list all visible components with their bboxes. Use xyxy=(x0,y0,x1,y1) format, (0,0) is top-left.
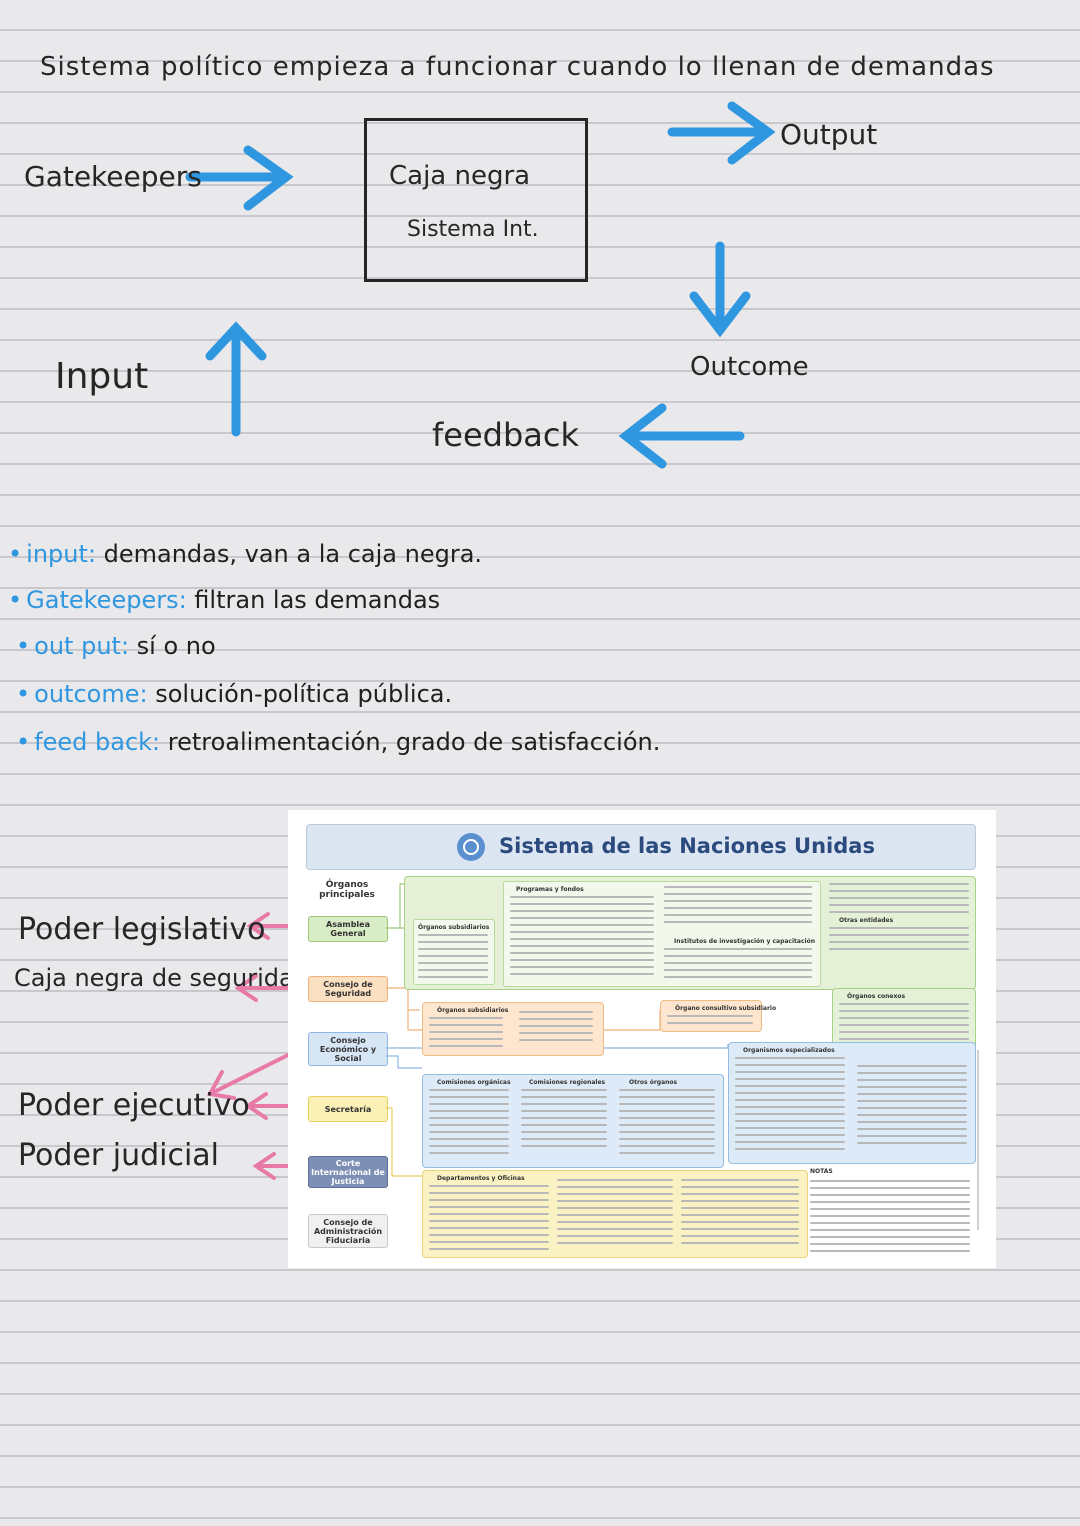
notes-text xyxy=(810,1180,970,1257)
gatekeepers-label: Gatekeepers xyxy=(24,160,202,193)
principal-organs-label: Órganos principales xyxy=(319,880,375,900)
black-box: Caja negra Sistema Int. xyxy=(364,118,588,282)
annotation-caja-seguridad: Caja negra de seguridad xyxy=(14,964,309,992)
ga-area: Órganos subsidiarios Programas y fondos … xyxy=(404,876,976,990)
departments-area: Departamentos y Oficinas xyxy=(422,1170,808,1258)
definition-output: •out put: sí o no xyxy=(16,632,216,660)
annotation-ejecutivo: Poder ejecutivo xyxy=(18,1088,250,1123)
sc-subsidiary-area: Órganos subsidiarios xyxy=(422,1002,604,1056)
arrow-right-output xyxy=(667,101,776,165)
definition-outcome: •outcome: solución-política pública. xyxy=(16,680,453,708)
feedback-label: feedback xyxy=(432,416,579,454)
annotation-judicial: Poder judicial xyxy=(18,1138,220,1173)
chart-footer-strip xyxy=(974,1050,982,1230)
definition-input: •input: demandas, van a la caja negra. xyxy=(8,540,483,568)
organ-security-council: Consejo de Seguridad xyxy=(308,976,388,1002)
notes-section-label: NOTAS xyxy=(810,1168,833,1175)
ecosoc-area: Comisiones orgánicas Comisiones regional… xyxy=(422,1074,724,1168)
arrow-right-gatekeepers xyxy=(185,145,294,211)
un-chart-header: Sistema de las Naciones Unidas xyxy=(306,824,976,870)
outcome-label: Outcome xyxy=(690,352,809,382)
annotation-legislativo: Poder legislativo xyxy=(18,912,266,947)
arrow-down-outcome xyxy=(689,241,751,338)
output-label: Output xyxy=(780,118,878,151)
definition-feedback: •feed back: retroalimentación, grado de … xyxy=(16,728,661,756)
organ-icj: Corte Internacional de Justicia xyxy=(308,1156,388,1188)
un-chart-title: Sistema de las Naciones Unidas xyxy=(499,834,875,858)
arrow-up-input xyxy=(205,321,267,437)
ga-programs-box: Programas y fondos Institutos de investi… xyxy=(503,881,821,987)
organ-ecosoc: Consejo Económico y Social xyxy=(308,1032,388,1066)
notes-heading: Sistema político empieza a funcionar cua… xyxy=(40,52,995,82)
organ-trusteeship: Consejo de Administración Fiduciaria xyxy=(308,1214,388,1248)
consultative-area: Órgano consultivo subsidiario xyxy=(660,1000,776,1032)
input-label: Input xyxy=(55,356,149,397)
definition-gatekeepers: •Gatekeepers: filtran las demandas xyxy=(8,586,441,614)
organ-secretariat: Secretaría xyxy=(308,1096,388,1122)
un-emblem-icon xyxy=(457,833,485,861)
arrow-pink-economico xyxy=(206,1046,304,1100)
un-system-chart: Sistema de las Naciones Unidas Órganos p… xyxy=(288,810,996,1268)
black-box-line2: Sistema Int. xyxy=(407,217,539,242)
specialized-area: Organismos especializados xyxy=(728,1042,976,1164)
black-box-line1: Caja negra xyxy=(389,161,531,191)
organ-general-assembly: Asamblea General xyxy=(308,916,388,942)
ga-subsidiary-box: Órganos subsidiarios xyxy=(413,919,495,985)
arrow-left-feedback xyxy=(618,403,745,469)
